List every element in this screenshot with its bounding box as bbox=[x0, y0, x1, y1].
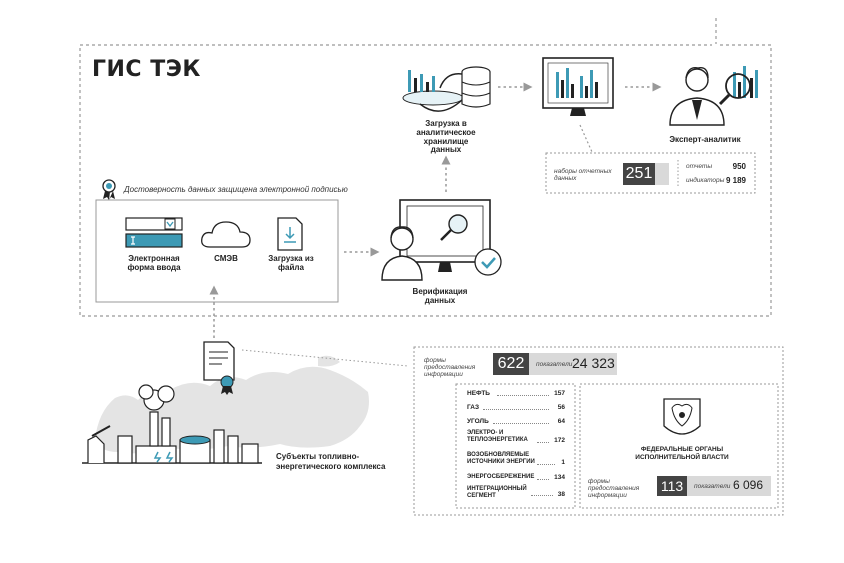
industry-icon bbox=[82, 384, 262, 464]
federal-label: ФЕДЕРАЛЬНЫЕ ОРГАНЫ ИСПОЛНИТЕЛЬНОЙ ВЛАСТИ bbox=[635, 446, 729, 461]
sector-row: ВОЗОБНОВЛЯЕМЫЕ ИСТОЧНИКИ ЭНЕРГИИ 1 bbox=[467, 452, 565, 466]
sector-row: НЕФТЬ 157 bbox=[467, 390, 565, 397]
forms-total-label: формы предоставления информации bbox=[424, 357, 476, 379]
datasets-value: 251 bbox=[623, 163, 655, 185]
indicators-label: индикаторы bbox=[686, 177, 725, 184]
ribbon-icon bbox=[102, 179, 116, 200]
sector-row: ГАЗ 56 bbox=[467, 404, 565, 411]
sectors-list: НЕФТЬ 157 ГАЗ 56 УГОЛЬ 64 ЭЛЕКТРО- И ТЕП… bbox=[467, 390, 565, 502]
certificate-icon bbox=[203, 341, 235, 395]
sector-row: ИНТЕГРАЦИОННЫЙ СЕГМЕНТ 38 bbox=[467, 486, 565, 499]
federal-forms-label: формы предоставления информации bbox=[588, 478, 640, 500]
gis-frame bbox=[79, 18, 772, 317]
forms-indicators-value: 24 323 bbox=[572, 355, 615, 371]
federal-indicators-bar bbox=[687, 476, 771, 496]
expert-icon bbox=[669, 66, 758, 126]
datasets-value-tail bbox=[655, 163, 669, 185]
expert-label: Эксперт-аналитик bbox=[669, 135, 741, 144]
indicators-value: 9 189 bbox=[725, 176, 746, 185]
sector-row: ЭЛЕКТРО- И ТЕПЛОЭНЕРГЕТИКА 172 bbox=[467, 430, 565, 444]
forms-box bbox=[413, 346, 784, 516]
datasets-label: наборы отчетных данных bbox=[554, 168, 612, 183]
subjects-label: Субъекты топливно-энергетического компле… bbox=[276, 452, 386, 471]
federal-box bbox=[579, 383, 779, 509]
sectors-box bbox=[455, 383, 576, 509]
sector-row: УГОЛЬ 64 bbox=[467, 418, 565, 425]
forms-indicators-label: показатели bbox=[536, 361, 573, 368]
analytics-monitor-icon bbox=[542, 57, 614, 116]
verification-icon bbox=[381, 199, 502, 281]
reports-value: 950 bbox=[732, 162, 746, 171]
coat-of-arms-icon bbox=[663, 398, 701, 435]
file-upload-icon bbox=[277, 217, 303, 251]
link-to-stats bbox=[579, 124, 593, 153]
loading-label: Загрузка в аналитическое хранилище данны… bbox=[416, 119, 476, 155]
top-stats-box bbox=[545, 152, 756, 194]
form-input-icon bbox=[125, 217, 183, 248]
page-title: ГИС ТЭК bbox=[92, 57, 201, 82]
database-icon bbox=[402, 66, 491, 112]
file-upload-label: Загрузка из файла bbox=[268, 254, 314, 272]
signature-note: Достоверность данных защищена электронно… bbox=[124, 185, 348, 194]
forms-total-value: 622 bbox=[493, 353, 529, 375]
verification-label: Верификация данных bbox=[412, 287, 468, 305]
reports-label: отчеты bbox=[686, 163, 713, 170]
smev-label: СМЭВ bbox=[214, 254, 238, 263]
federal-indicators-label: показатели bbox=[694, 483, 731, 490]
cloud-icon bbox=[201, 221, 251, 248]
inputs-box bbox=[95, 199, 339, 303]
forms-indicators-bar bbox=[529, 353, 617, 375]
sector-row: ЭНЕРГОСБЕРЕЖЕНИЕ 134 bbox=[467, 474, 565, 481]
input-form-label: Электронная форма ввода bbox=[127, 254, 181, 272]
federal-indicators-value: 6 096 bbox=[733, 478, 764, 492]
federal-forms-value: 113 bbox=[657, 476, 687, 496]
